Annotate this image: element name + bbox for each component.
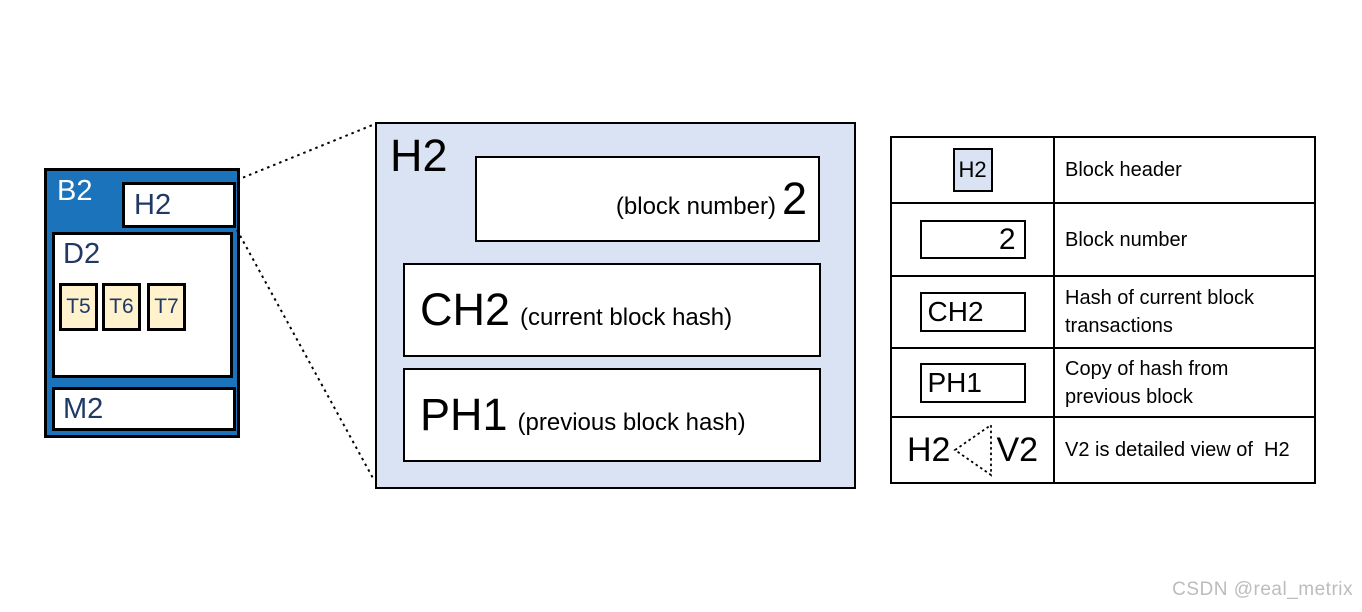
block-b2: B2 H2 D2 T5 T6 T7 M2 [44, 168, 240, 438]
previous-hash-field: PH1 (previous block hash) [403, 368, 821, 462]
block-merkle-m2: M2 [52, 387, 236, 431]
legend-desc-detail-view: V2 is detailed view of H2 [1053, 416, 1314, 482]
transaction-t6: T6 [102, 283, 141, 331]
legend-swatch-current-hash: CH2 [892, 275, 1053, 347]
transaction-t5-label: T5 [66, 295, 91, 318]
legend-header-box-label: H2 [958, 157, 987, 182]
zoom-wedge-icon [953, 423, 993, 477]
legend-table: H2 Block header 2 Block number CH2 Hash … [890, 136, 1316, 484]
block-number-value: 2 [781, 173, 807, 224]
current-hash-value: CH2 [420, 284, 511, 335]
legend-number-box-label: 2 [998, 222, 1016, 256]
legend-header-box: H2 [952, 148, 993, 192]
legend-zoom-h2-label: H2 [906, 430, 951, 469]
block-header-h2: H2 [122, 182, 236, 228]
header-detail-view-v2: H2 (block number)2 CH2 (current block has… [375, 122, 856, 489]
block-merkle-label: M2 [63, 392, 104, 425]
block-number-field: (block number)2 [475, 156, 820, 242]
block-b2-label: B2 [57, 175, 93, 207]
legend-swatch-detail-view: H2 V2 [892, 416, 1053, 482]
current-hash-annotation: (current block hash) [520, 304, 733, 331]
legend-desc-previous-hash: Copy of hash from previous block [1053, 347, 1314, 416]
transaction-t5: T5 [59, 283, 98, 331]
transaction-t6-label: T6 [109, 295, 134, 318]
transaction-t7: T7 [147, 283, 186, 331]
zoom-connector-bottom [236, 229, 375, 481]
block-data-d2: D2 T5 T6 T7 [52, 232, 233, 378]
legend-swatch-block-header: H2 [892, 138, 1053, 202]
zoom-connector-top [236, 123, 376, 181]
previous-hash-value: PH1 [420, 389, 508, 440]
legend-desc-block-header: Block header [1053, 138, 1314, 202]
legend-zoom-v2-label: V2 [996, 430, 1039, 469]
csdn-watermark: CSDN @real_metrix [1172, 579, 1353, 600]
transaction-t7-label: T7 [154, 295, 179, 318]
legend-desc-block-number: Block number [1053, 202, 1314, 275]
block-data-label: D2 [63, 238, 101, 270]
legend-zoom-notation: H2 V2 [907, 422, 1038, 478]
legend-desc-current-hash: Hash of current block transactions [1053, 275, 1314, 347]
detail-view-label: H2 [390, 130, 448, 181]
legend-swatch-previous-hash: PH1 [892, 347, 1053, 416]
block-header-label: H2 [134, 188, 172, 221]
current-hash-field: CH2 (current block hash) [403, 263, 821, 357]
legend-swatch-block-number: 2 [892, 202, 1053, 275]
legend-ch2-box-label: CH2 [927, 296, 984, 327]
previous-hash-annotation: (previous block hash) [517, 409, 746, 436]
legend-number-box: 2 [919, 220, 1026, 259]
legend-ch2-box: CH2 [919, 292, 1026, 332]
block-number-annotation: (block number) [615, 193, 776, 220]
legend-ph1-box-label: PH1 [927, 366, 982, 398]
legend-ph1-box: PH1 [919, 362, 1026, 403]
